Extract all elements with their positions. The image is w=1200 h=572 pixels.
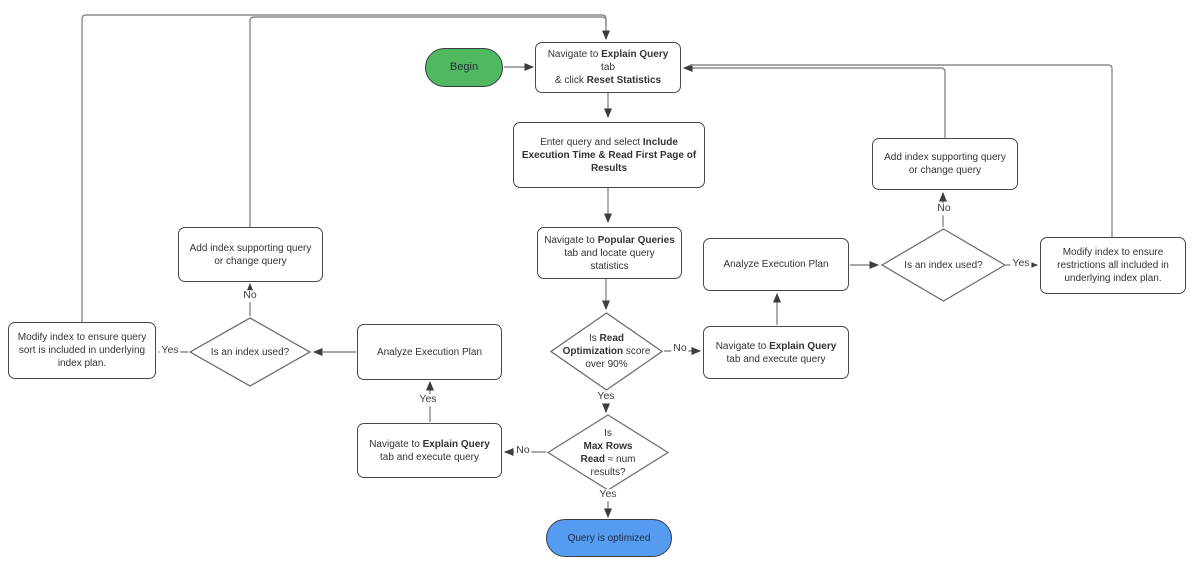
node-reset-statistics: Navigate to Explain Query tab& click Res…: [535, 42, 681, 93]
node-enter-query: Enter query and select Include Execution…: [513, 122, 705, 188]
node-popular-queries-label: Navigate to Popular Queries tab and loca…: [544, 234, 675, 272]
node-query-optimized: Query is optimized: [546, 519, 672, 557]
node-decision-index-left-label: Is an index used?: [210, 346, 290, 358]
node-analyze-plan-right-label: Analyze Execution Plan: [723, 259, 829, 270]
node-enter-query-label: Enter query and select Include Execution…: [521, 136, 697, 174]
node-begin: Begin: [425, 48, 503, 87]
node-popular-queries: Navigate to Popular Queries tab and loca…: [537, 227, 682, 279]
edge-label-no: No: [241, 289, 259, 302]
node-nav-exec-left: Navigate to Explain Query tab and execut…: [357, 423, 502, 478]
node-nav-exec-right-label: Navigate to Explain Query tab and execut…: [715, 340, 837, 365]
edge-label-no: No: [671, 342, 689, 355]
edge-label-no: No: [935, 202, 953, 215]
node-modify-index-restrictions-label: Modify index to ensure restrictions all …: [1057, 247, 1169, 284]
edge-modify-restrictions-loop-to-reset: [690, 64, 1113, 237]
edge-label-yes: Yes: [417, 393, 439, 406]
edge-label-yes: Yes: [597, 488, 619, 501]
node-analyze-plan-left-label: Analyze Execution Plan: [376, 346, 483, 358]
node-add-index-right: Add index supporting query or change que…: [872, 138, 1018, 190]
node-query-optimized-label: Query is optimized: [567, 532, 651, 544]
node-modify-index-sort-label: Modify index to ensure query sort is inc…: [17, 332, 147, 369]
node-analyze-plan-right: Analyze Execution Plan: [703, 238, 849, 291]
node-reset-statistics-label: Navigate to Explain Query tab& click Res…: [547, 49, 669, 86]
node-decision-index-right: Is an index used?: [881, 228, 1006, 302]
node-decision-index-left: Is an index used?: [189, 317, 311, 387]
edge-label-yes: Yes: [159, 344, 181, 357]
node-modify-index-sort: Modify index to ensure query sort is inc…: [8, 322, 156, 379]
edge-label-no: No: [514, 444, 532, 457]
node-add-index-left-label: Add index supporting query or change que…: [189, 242, 312, 267]
node-nav-exec-right: Navigate to Explain Query tab and execut…: [703, 326, 849, 379]
node-begin-label: Begin: [449, 61, 479, 74]
diamond-shape: [881, 228, 1006, 302]
node-decision-index-right-label: Is an index used?: [904, 259, 983, 271]
node-modify-index-restrictions: Modify index to ensure restrictions all …: [1040, 237, 1186, 294]
node-analyze-plan-left: Analyze Execution Plan: [357, 324, 502, 380]
diamond-shape: [189, 317, 311, 387]
node-add-index-right-label: Add index supporting query or change que…: [884, 152, 1006, 176]
node-add-index-left: Add index supporting query or change que…: [178, 227, 323, 282]
diamond-shape: [550, 312, 663, 391]
edge-modify-sort-loop-to-reset: [81, 14, 607, 322]
edge-add-index-right-loop-to-reset: [683, 64, 946, 138]
edge-label-yes: Yes: [595, 390, 617, 403]
edge-label-yes: Yes: [1010, 257, 1032, 270]
node-nav-exec-left-label: Navigate to Explain Query tab and execut…: [369, 438, 490, 463]
